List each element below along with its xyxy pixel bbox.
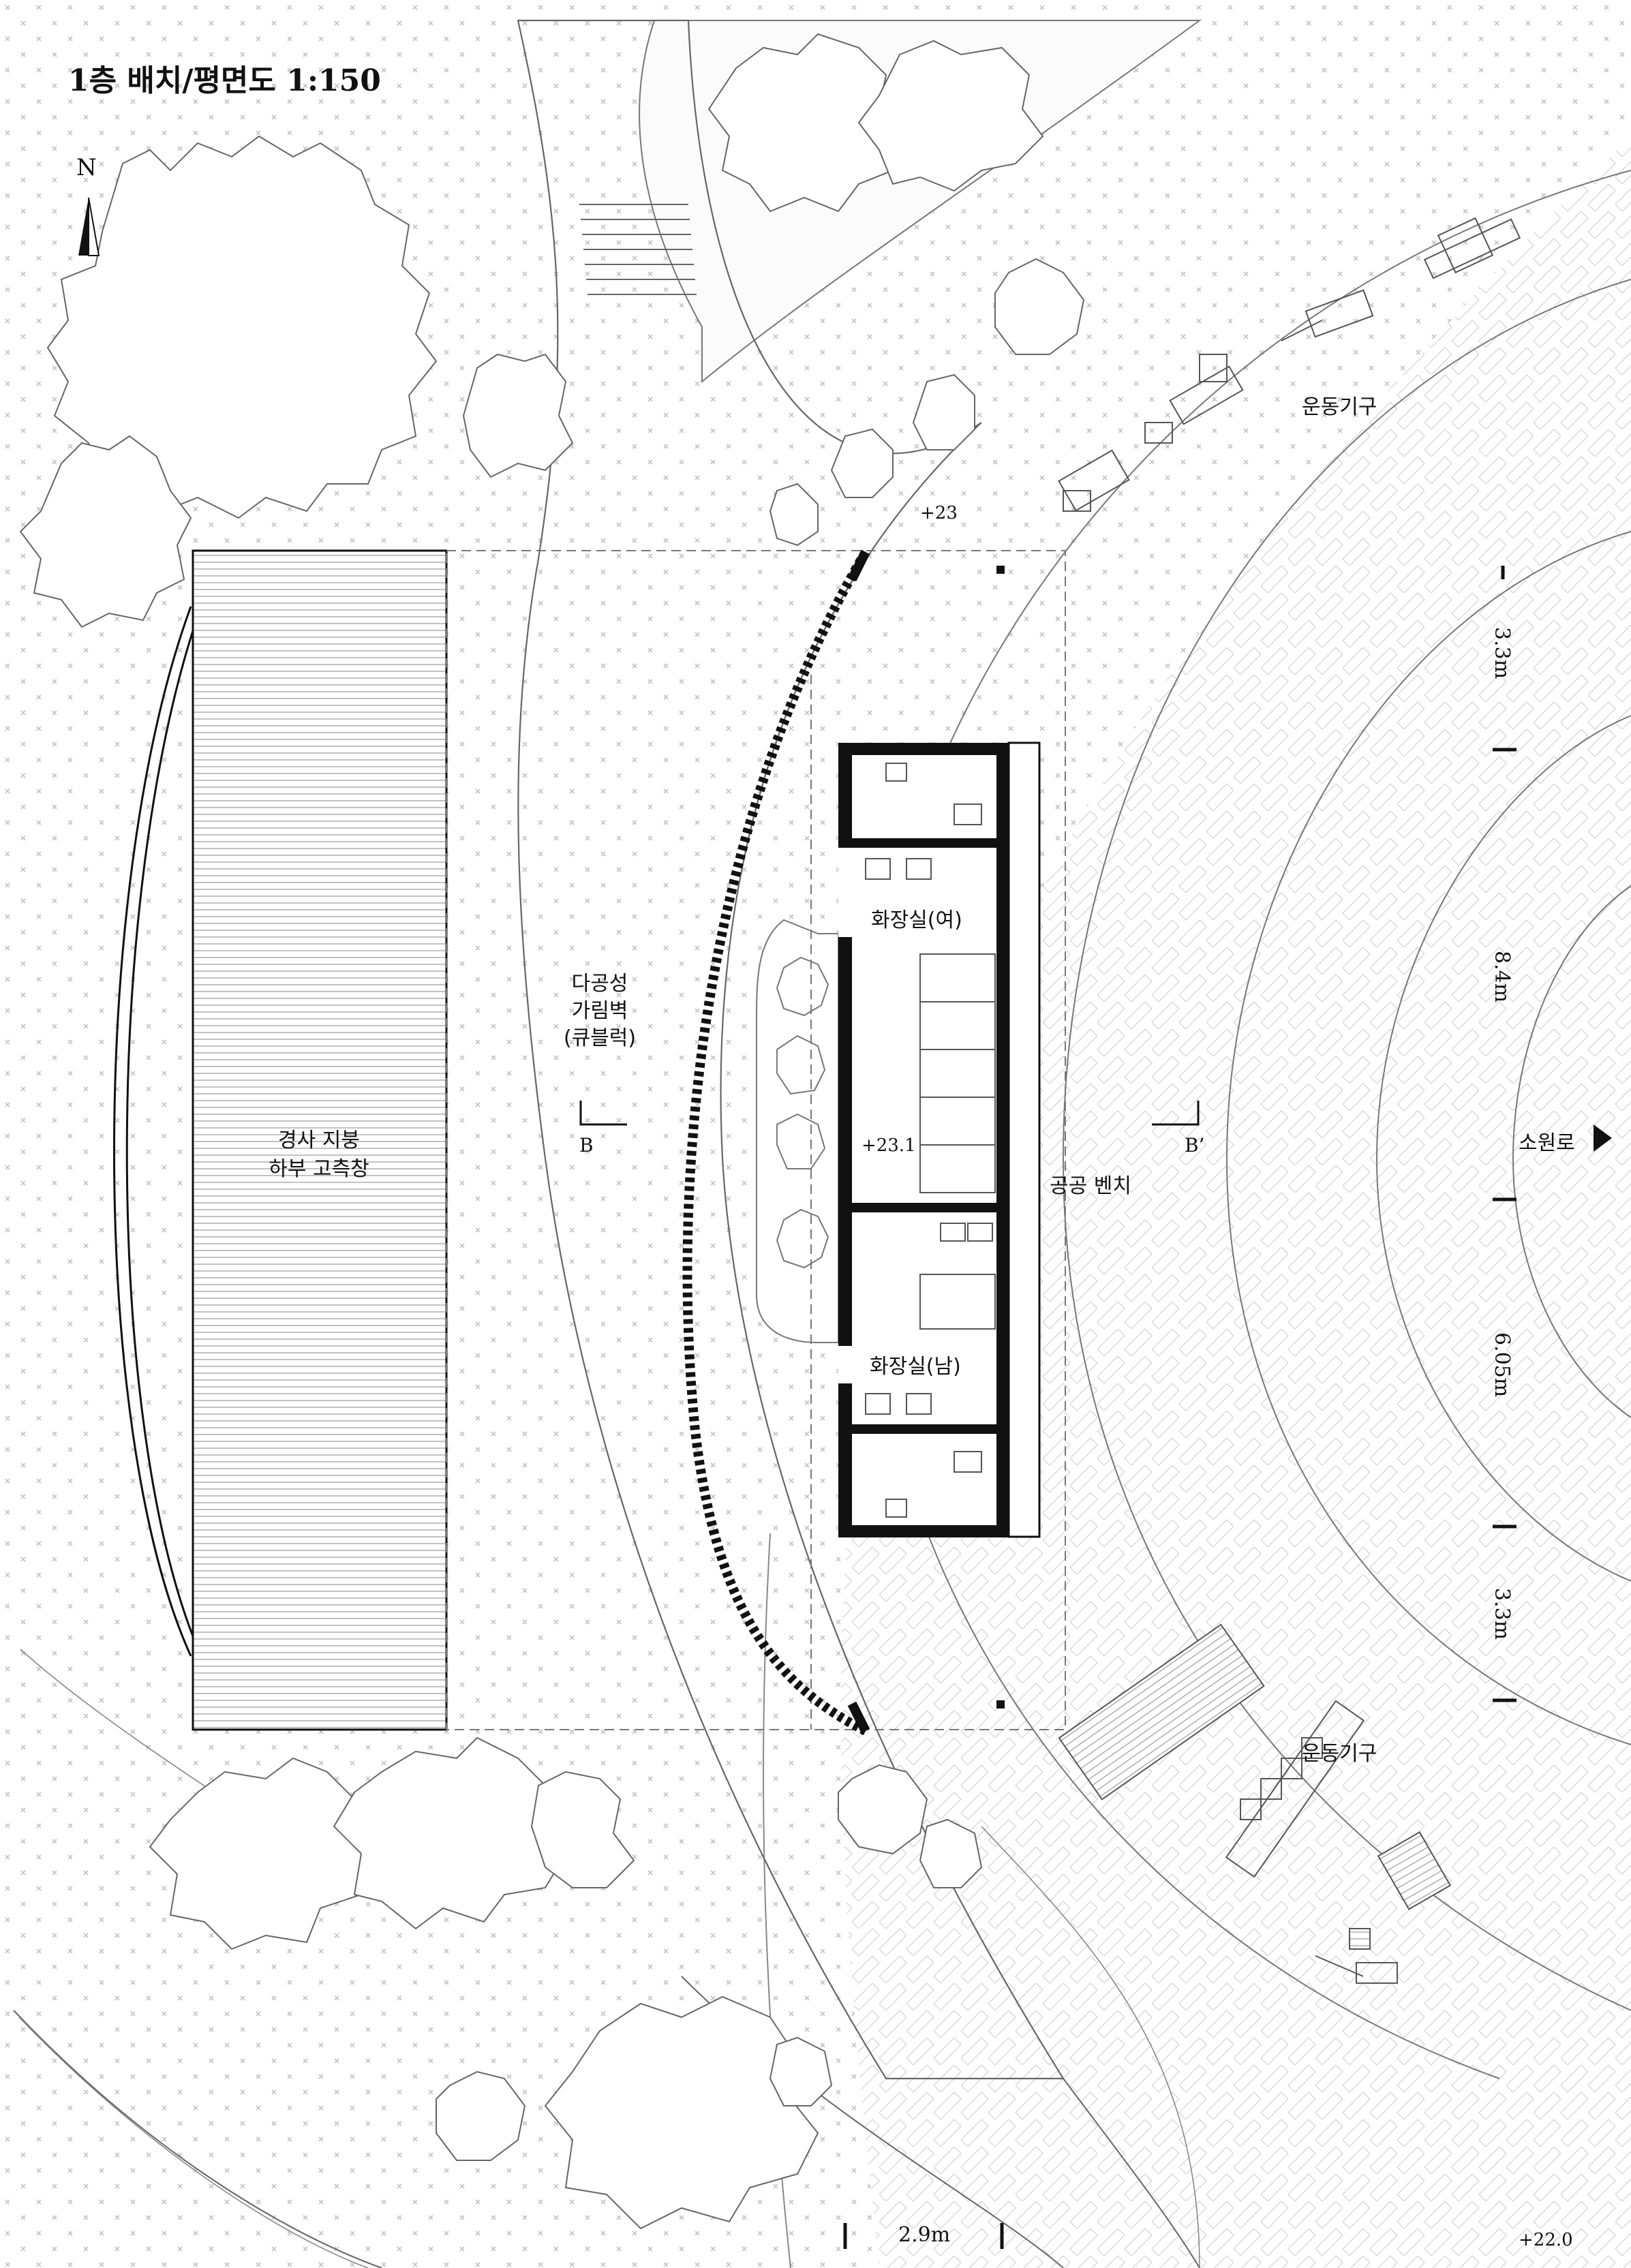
toilet-male-label: 화장실(남) — [870, 1355, 961, 1379]
road-left-vertical — [517, 19, 1065, 2080]
north-label: N — [76, 154, 97, 181]
equipment-label-bottom: 운동기구 — [1302, 1742, 1377, 1766]
exercise-equipment-bottom — [1058, 1623, 1452, 1984]
dimension-label: 6.05m — [1490, 1332, 1514, 1398]
building-outline — [446, 550, 1066, 1730]
page-title: 1층 배치/평면도 1:150 — [68, 63, 381, 98]
roof-label-line1: 경사 지붕 — [278, 1129, 360, 1152]
dimension-ticks — [843, 566, 1516, 2249]
dimension-label: 3.3m — [1490, 627, 1514, 679]
elevation-label: +23.1 — [862, 1135, 916, 1156]
planter-trees — [776, 956, 829, 1269]
sloped-roof — [192, 549, 448, 1731]
paved-plaza — [840, 136, 1631, 2268]
section-mark-b2 — [1152, 1101, 1200, 1126]
elevation-label: +22.0 — [1519, 2230, 1573, 2250]
toilet-block — [838, 741, 1041, 1538]
section-label-b2: B’ — [1185, 1134, 1205, 1156]
elevation-label: +23 — [920, 503, 958, 523]
porous-screen-wall — [682, 549, 870, 1736]
wall-label-line2: 가림벽 — [571, 999, 628, 1023]
column-marker — [996, 1700, 1005, 1708]
north-arrow-icon — [78, 197, 100, 256]
roof-label-line2: 하부 고측창 — [269, 1157, 369, 1181]
dimension-label: 3.3m — [1490, 1588, 1514, 1640]
exercise-equipment-top — [1058, 217, 1521, 512]
path-arrow-icon — [1594, 1124, 1612, 1152]
equipment-label-top: 운동기구 — [1302, 395, 1377, 419]
crosswalk — [579, 204, 697, 295]
wall-label-line1: 다공성 — [571, 972, 628, 996]
bench-label: 공공 벤치 — [1050, 1174, 1131, 1198]
section-label-b: B — [579, 1134, 594, 1156]
path-label: 소원로 — [1519, 1131, 1575, 1155]
dimension-label: 2.9m — [898, 2223, 951, 2247]
curved-path-left — [113, 606, 192, 1657]
wall-label-line3: (큐블럭) — [563, 1026, 637, 1050]
dimension-label: 8.4m — [1490, 951, 1514, 1003]
road-right-lower — [1063, 2078, 1200, 2268]
section-mark-b — [579, 1101, 627, 1126]
toilet-female-label: 화장실(여) — [871, 908, 962, 932]
column-marker — [996, 566, 1005, 574]
trees — [19, 33, 1085, 2230]
